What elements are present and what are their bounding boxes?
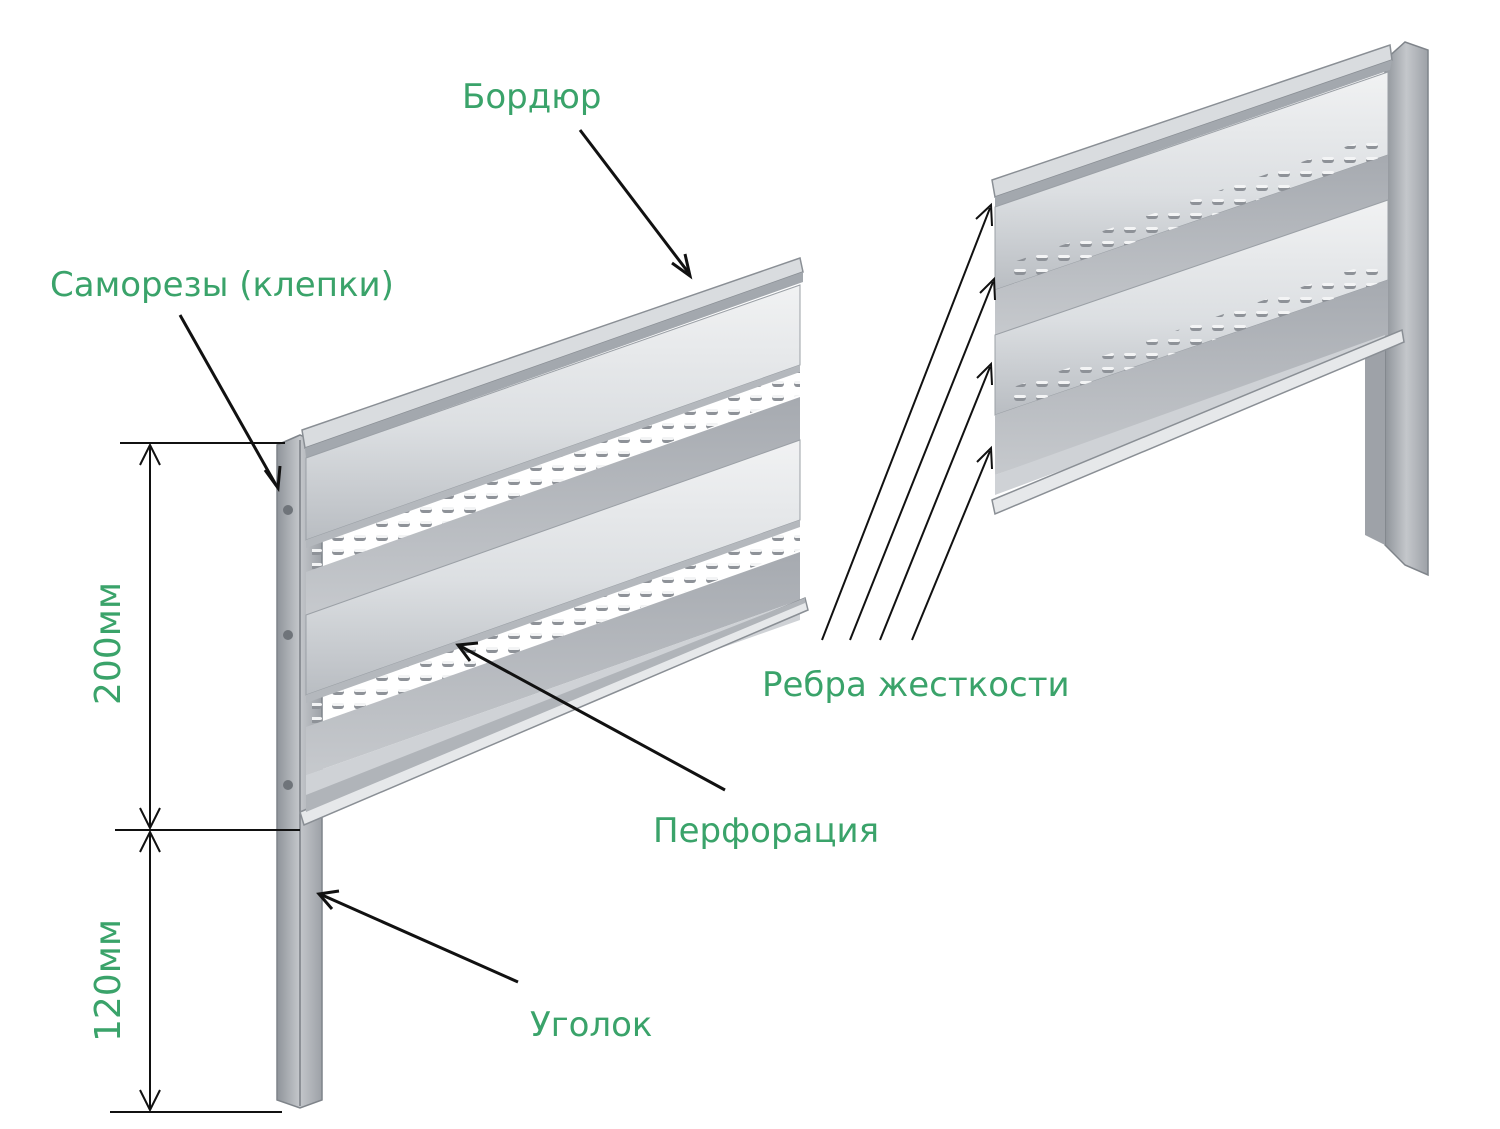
label-corner: Уголок	[530, 1005, 652, 1045]
rivet	[283, 505, 293, 515]
perforation-strip-upper	[312, 370, 800, 572]
left-panel	[276, 257, 809, 1109]
perforation-strip-right-1	[1005, 132, 1388, 293]
dimension-label-200: 200мм	[88, 582, 129, 705]
arrows-ribs	[821, 202, 996, 641]
label-border: Бордюр	[462, 77, 601, 117]
perforation-strip-lower	[312, 525, 800, 727]
dimension-label-120: 120мм	[88, 919, 129, 1042]
rivet	[283, 780, 293, 790]
label-ribs: Ребра жесткости	[762, 665, 1070, 705]
arrow-border	[578, 129, 693, 280]
rivet	[283, 630, 293, 640]
dimension-120	[110, 829, 282, 1113]
right-panel	[991, 41, 1429, 577]
label-screws: Саморезы (клепки)	[50, 265, 394, 305]
arrow-screws	[178, 314, 282, 493]
arrow-corner	[316, 889, 519, 984]
rivets	[283, 505, 293, 790]
arrow-perforation	[455, 641, 726, 792]
corner-post-right	[1384, 41, 1429, 577]
bottom-lip-right	[991, 328, 1405, 516]
perforation-strip-right-2	[1005, 257, 1388, 418]
dimension-200	[115, 442, 300, 831]
label-perforation: Перфорация	[653, 811, 879, 851]
